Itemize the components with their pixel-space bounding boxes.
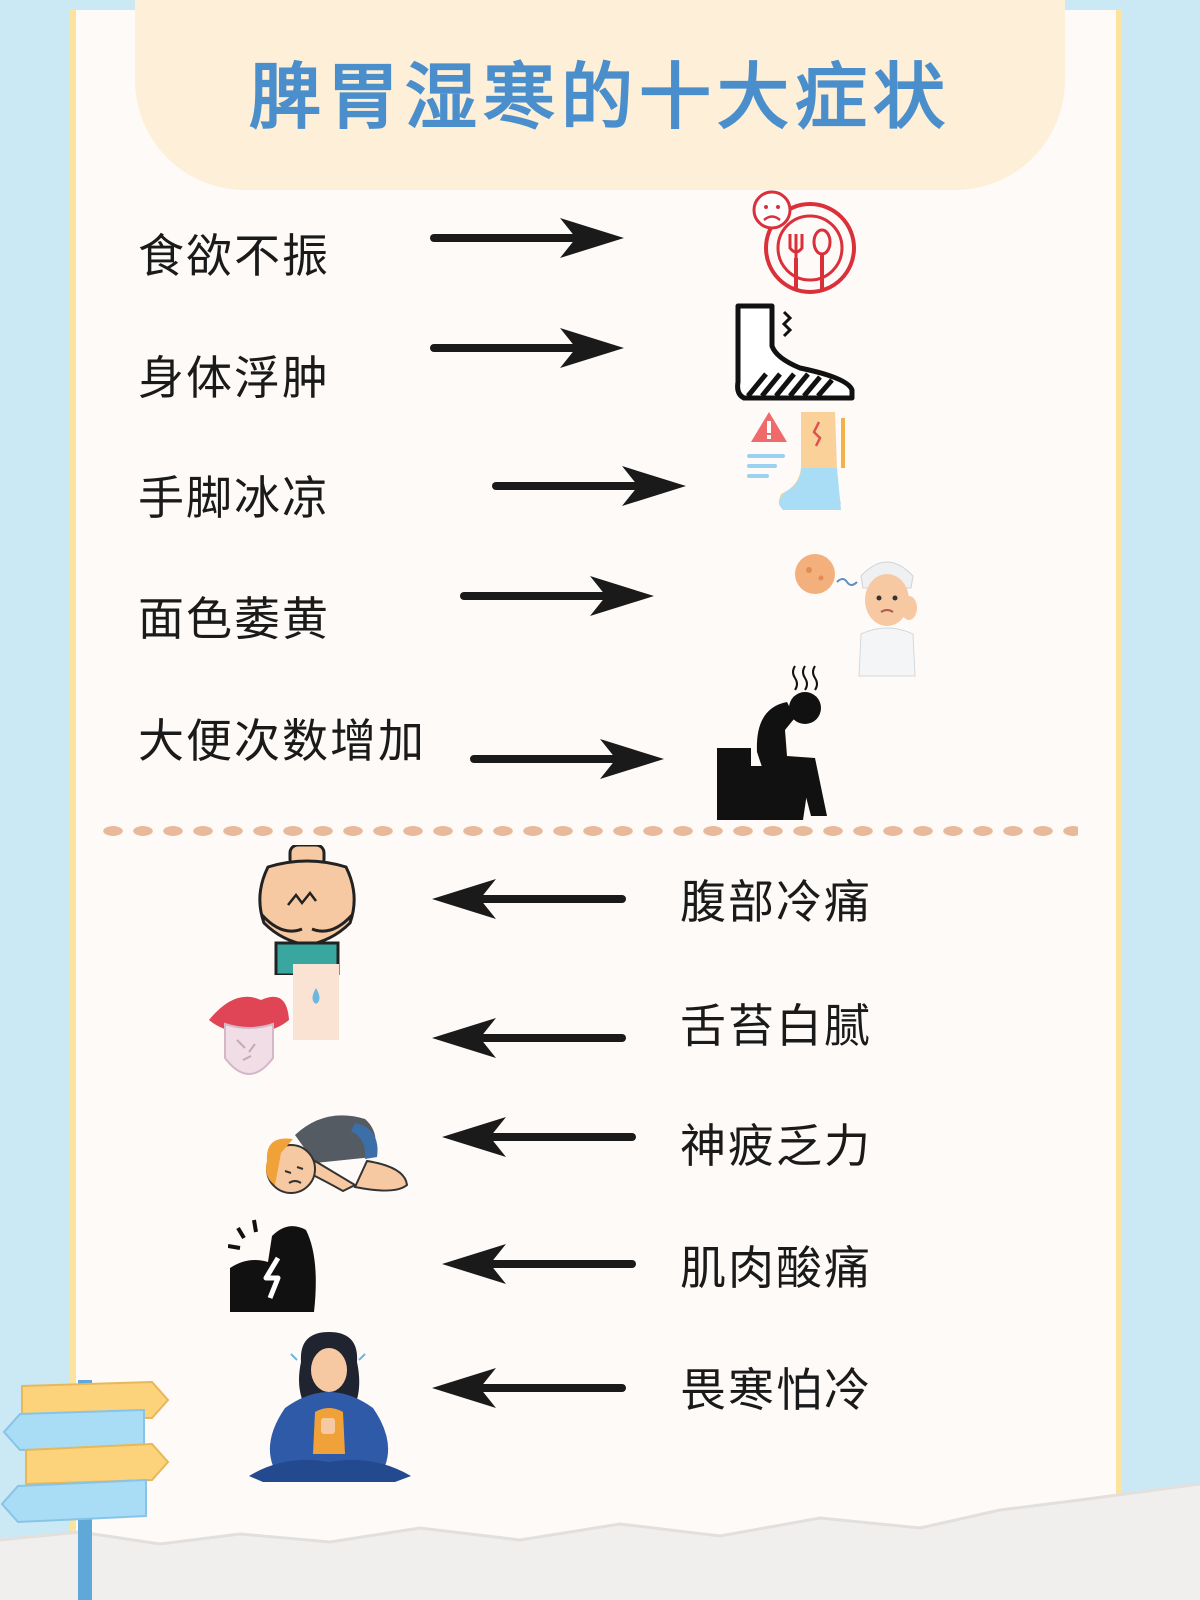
right-arrow-5: [470, 739, 664, 779]
sallow-face-woman-icon: [795, 554, 917, 677]
symptom-label-bottom-4: 肌肉酸痛: [680, 1241, 872, 1295]
section-divider: [98, 826, 1078, 836]
sore-muscle-icon: [228, 1219, 316, 1312]
left-arrow-4: [442, 1244, 636, 1284]
stomach-pain-icon: [258, 845, 356, 975]
symptom-label-top-1: 食欲不振: [138, 229, 330, 283]
swollen-foot-icon: [735, 303, 855, 401]
symptom-label-top-5: 大便次数增加: [138, 714, 426, 768]
symptom-label-bottom-1: 腹部冷痛: [680, 875, 872, 929]
symptom-label-top-4: 面色萎黄: [138, 592, 330, 646]
toilet-person-icon: [717, 665, 827, 820]
cold-leg-icon: [747, 412, 845, 510]
right-arrow-2: [430, 328, 624, 368]
right-arrow-4: [460, 576, 654, 616]
symptom-label-bottom-5: 畏寒怕冷: [680, 1363, 872, 1417]
symptom-label-bottom-3: 神疲乏力: [680, 1119, 872, 1173]
page-title: 脾胃湿寒的十大症状: [248, 55, 951, 139]
symptom-label-top-3: 手脚冰凉: [138, 471, 330, 525]
left-arrow-3: [442, 1117, 636, 1157]
right-arrow-1: [430, 218, 624, 258]
sad-plate-icon: [752, 190, 856, 294]
torn-paper-decoration: [0, 1482, 1200, 1600]
symptom-label-top-2: 身体浮肿: [138, 351, 330, 405]
left-arrow-5: [432, 1368, 626, 1408]
right-arrow-3: [492, 466, 686, 506]
cold-woman-blanket-icon: [249, 1332, 411, 1482]
tired-person-icon: [266, 1115, 409, 1194]
poster-page: [70, 10, 1122, 1590]
symptom-label-bottom-2: 舌苔白腻: [680, 999, 872, 1053]
left-arrow-2: [432, 1018, 626, 1058]
title-band: [135, 0, 1065, 190]
left-arrow-1: [432, 879, 626, 919]
white-tongue-icon: [209, 964, 339, 1075]
signpost-decoration: [0, 1380, 170, 1600]
